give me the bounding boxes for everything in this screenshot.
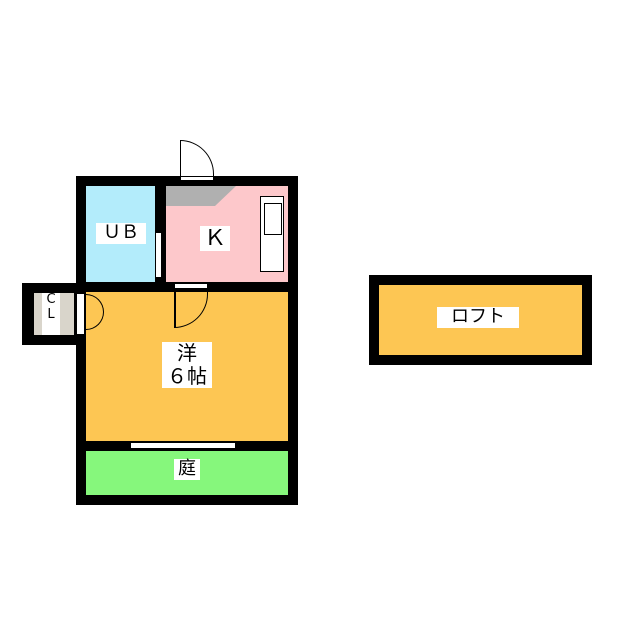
closet-label-c: C (46, 292, 56, 307)
kitchen-room: Ｋ (166, 186, 288, 282)
sliding-window (130, 442, 236, 449)
kitchen-sink (260, 196, 284, 272)
closet: C L (34, 292, 74, 335)
unit-bath-door[interactable] (155, 232, 162, 278)
western-room-type: 洋 (177, 341, 197, 365)
garden-label: 庭 (174, 458, 200, 480)
entrance-door[interactable] (180, 140, 214, 176)
garden: 庭 (86, 451, 288, 495)
entrance-door-frame (180, 176, 214, 181)
loft: ロフト (379, 285, 582, 355)
western-room-size: ６帖 (167, 364, 207, 388)
kitchen-counter (166, 186, 236, 206)
closet-opening (76, 293, 85, 335)
room-door[interactable] (174, 292, 208, 328)
room-door-frame (174, 283, 208, 289)
closet-door[interactable] (86, 294, 104, 330)
closet-label: C L (42, 292, 60, 335)
loft-label: ロフト (437, 306, 519, 328)
closet-label-l: L (47, 306, 55, 322)
unit-bath-room: ＵＢ (86, 186, 155, 282)
unit-bath-label: ＵＢ (96, 222, 146, 244)
kitchen-label: Ｋ (200, 226, 230, 252)
western-room-label: 洋 ６帖 (162, 342, 212, 388)
western-room: 洋 ６帖 (86, 292, 288, 441)
